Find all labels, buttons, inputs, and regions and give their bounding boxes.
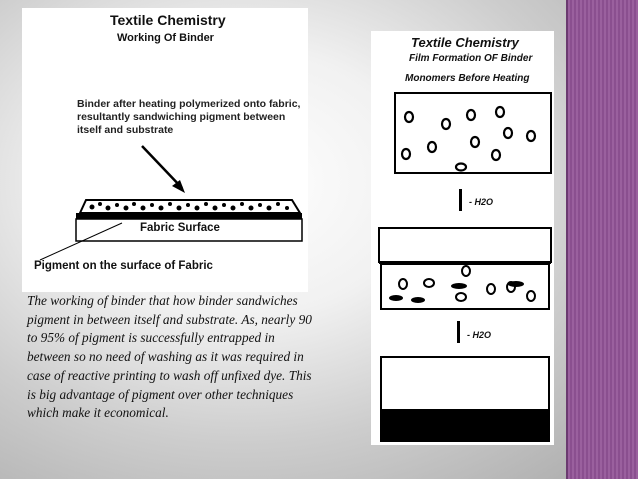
monomer-particles xyxy=(400,105,537,172)
fabric-surface-label: Fabric Surface xyxy=(140,222,220,234)
film-formation-graphic xyxy=(378,92,552,442)
coalescing-particles xyxy=(389,265,536,303)
monomer-box xyxy=(394,92,552,174)
body-line: The working of binder that how binder sa… xyxy=(27,293,298,308)
binder-diagram-graphic xyxy=(39,145,303,261)
figure-subtitle: Working Of Binder xyxy=(117,32,214,44)
film-line xyxy=(379,261,551,264)
pigment-pointer-line xyxy=(39,222,123,261)
process-arrow-2 xyxy=(457,321,460,343)
figure-title: Textile Chemistry xyxy=(411,35,519,50)
figure-subtitle: Film Formation OF Binder xyxy=(409,53,533,64)
binder-note-line-2: resultantly sandwiching pigment between xyxy=(77,111,286,123)
body-line: pigment in between itself and substrate.… xyxy=(27,311,312,327)
monomers-caption: Monomers Before Heating xyxy=(405,73,530,84)
binder-film xyxy=(381,409,549,441)
substrate-band xyxy=(76,213,302,219)
body-line: between so no need of washing as it was … xyxy=(27,349,304,365)
arrow-to-binder xyxy=(141,145,183,189)
body-line: is big advantage of pigment over other t… xyxy=(27,386,294,402)
water-loss-label-1: - H2O xyxy=(469,197,494,207)
water-loss-box xyxy=(378,227,552,263)
binder-working-figure: Textile Chemistry Working Of Binder Bind… xyxy=(22,8,308,292)
binder-note-line-3: itself and substrate xyxy=(77,124,174,136)
arrow-head-icon xyxy=(172,180,185,193)
body-line: to 95% of pigment is successfully entrap… xyxy=(27,330,275,346)
process-arrow-1 xyxy=(459,189,462,211)
water-loss-label-2: - H2O xyxy=(467,330,492,340)
body-line: which make it economical. xyxy=(27,405,169,421)
decorative-side-band xyxy=(566,0,638,479)
figure-title: Textile Chemistry xyxy=(110,12,226,28)
body-paragraph: The working of binder that how binder sa… xyxy=(27,292,377,423)
pigment-label: Pigment on the surface of Fabric xyxy=(34,260,213,272)
fabric-box xyxy=(75,218,303,242)
film-formation-figure: Textile Chemistry Film Formation OF Bind… xyxy=(371,31,554,445)
binder-note-line-1: Binder after heating polymerized onto fa… xyxy=(77,98,301,110)
body-line: case of reactive printing to wash off un… xyxy=(27,367,312,383)
pigment-particles xyxy=(89,202,289,211)
